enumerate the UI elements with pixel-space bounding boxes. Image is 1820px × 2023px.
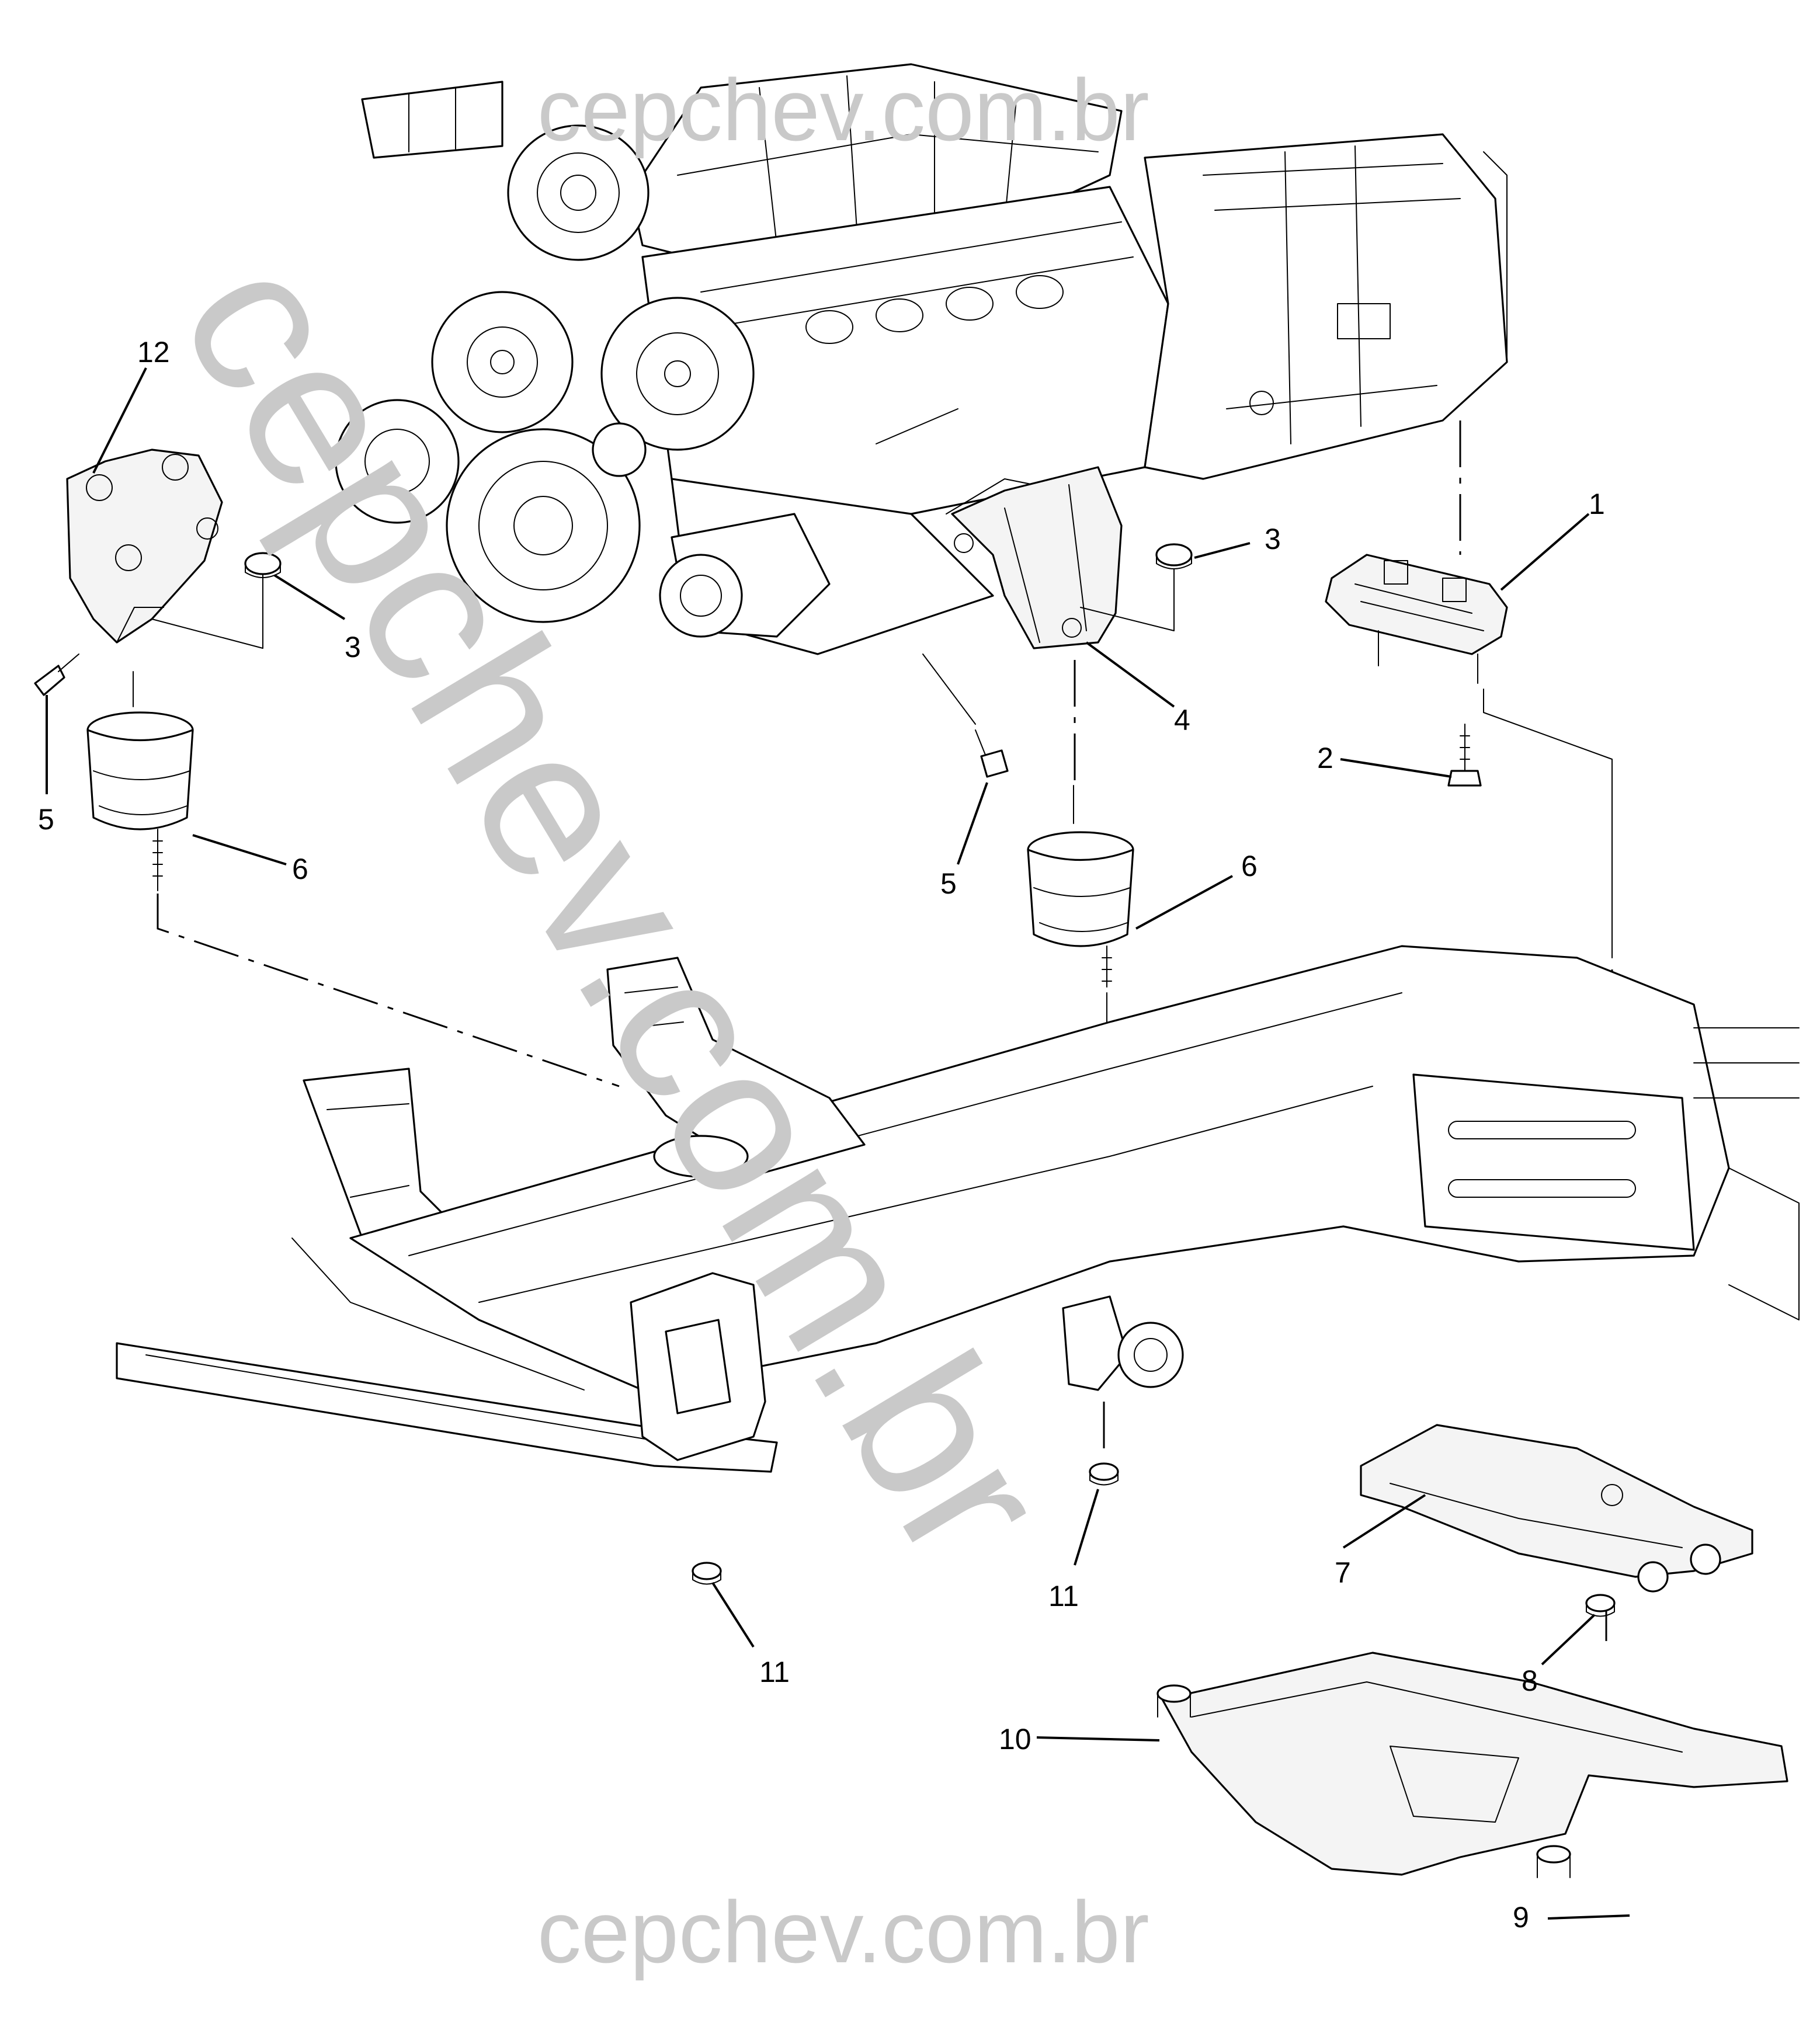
nut-lower-front [692, 1562, 722, 1585]
transmission-mount [1325, 554, 1508, 655]
engine-mount-bracket-right [951, 466, 1123, 649]
callout-7: 7 [1335, 1556, 1351, 1589]
lower-hardware [692, 1402, 1788, 1878]
vehicle-frame [116, 945, 1800, 1473]
bolt-center [975, 729, 1009, 778]
callout-12: 12 [137, 336, 170, 369]
watermark-bottom: cepchev.com.br [537, 1883, 1149, 1981]
callout-6: 6 [1241, 850, 1258, 882]
engine-mount-left [86, 671, 194, 891]
callout-3: 3 [1265, 523, 1281, 555]
callout-2: 2 [1317, 742, 1333, 774]
callout-11: 11 [759, 1656, 790, 1688]
engine-mount-bracket-left [66, 449, 223, 644]
callout-5: 5 [38, 803, 54, 836]
engine-assembly [335, 63, 1508, 655]
engine-mount-center [1027, 660, 1134, 988]
center-mount-group [922, 466, 1193, 1093]
skid-plate [1161, 1652, 1788, 1876]
transmission-support-crossmember [1360, 1424, 1753, 1578]
transmission-mount-group [1325, 420, 1613, 1156]
callout-11: 11 [1048, 1580, 1079, 1612]
leader-lines [46, 367, 1630, 1920]
callout-8: 8 [1522, 1664, 1538, 1697]
watermark-top: cepchev.com.br [537, 61, 1149, 159]
bolt-transmission [1447, 724, 1482, 787]
callout-labels: 1 2 3 3 4 5 5 6 6 7 8 9 10 11 11 12 [38, 336, 1605, 1934]
callout-3: 3 [345, 631, 361, 663]
nut-lower-center [1089, 1402, 1119, 1486]
callout-9: 9 [1513, 1901, 1529, 1934]
callout-4: 4 [1174, 704, 1190, 736]
callout-10: 10 [999, 1723, 1031, 1756]
left-mount-group [34, 449, 620, 1087]
bolt-left [34, 654, 79, 696]
callout-1: 1 [1589, 488, 1605, 520]
nut-support [1585, 1594, 1616, 1641]
callout-6: 6 [292, 853, 308, 885]
callout-5: 5 [940, 867, 957, 900]
nut-left-upper [244, 552, 282, 578]
nut-center [1155, 543, 1193, 569]
